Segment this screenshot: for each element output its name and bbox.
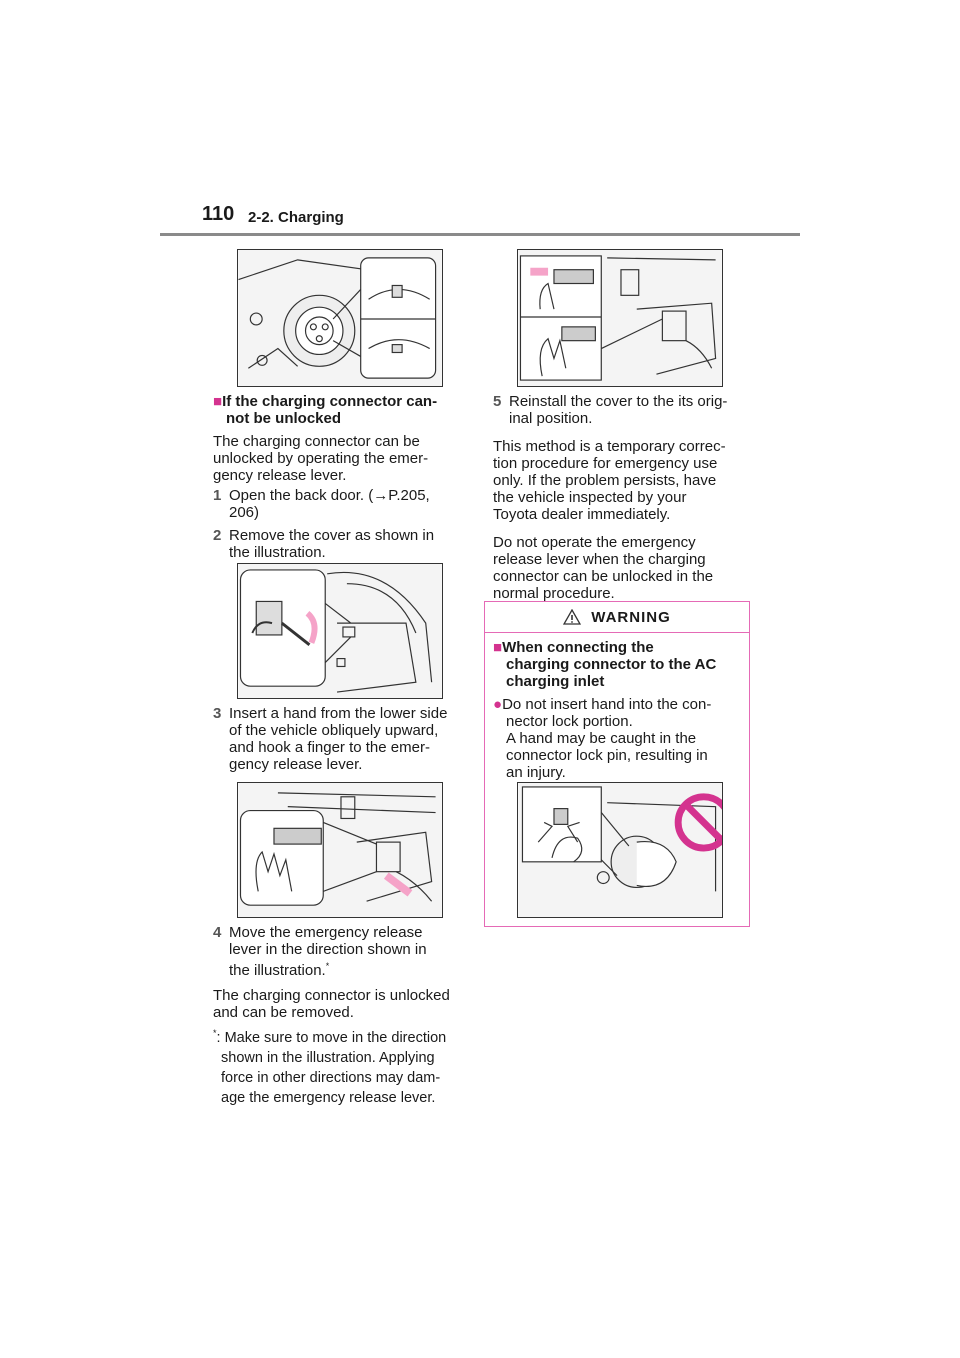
text-line: Do not operate the emergency	[493, 534, 696, 551]
intro-paragraph: The charging connector can be unlocked b…	[213, 433, 468, 484]
text-line: The charging connector is unlocked	[213, 987, 450, 1004]
text-line: charging inlet	[506, 673, 605, 690]
page-reference[interactable]: P.205,	[388, 487, 430, 504]
figure-remove-cover	[237, 563, 443, 699]
paragraph-temporary-procedure: This method is a temporary correc- tion …	[493, 438, 755, 523]
step-2: 2 Remove the cover as shown in the illus…	[213, 527, 468, 561]
text-line: Remove the cover as shown in	[229, 527, 435, 544]
text-line: charging connector to the AC	[506, 656, 717, 673]
footnote: *: Make sure to move in the direction sh…	[213, 1023, 468, 1108]
subheading: ■If the charging connector can- not be u…	[213, 393, 468, 427]
text-line: Open the back door. (	[229, 487, 374, 504]
result-paragraph: The charging connector is unlocked and c…	[213, 987, 468, 1021]
text-line: the illustration.	[229, 962, 326, 979]
subheading-line: If the charging connector can-	[222, 393, 438, 410]
warning-header: WARNING	[485, 602, 749, 633]
text-line: inal position.	[509, 410, 593, 427]
text-line: Reinstall the cover to the its orig-	[509, 393, 728, 410]
warning-bullet: ●Do not insert hand into the con- nector…	[493, 696, 741, 781]
section-title: 2-2. Charging	[248, 209, 344, 226]
left-column: ■If the charging connector can- not be u…	[213, 393, 468, 561]
text-line: Do not insert hand into the con-	[502, 696, 712, 713]
step-number: 3	[213, 705, 222, 722]
text-line: shown in the illustration. Applying	[221, 1049, 435, 1066]
figure-hand-caution	[517, 782, 723, 918]
text-line: nector lock portion.	[506, 713, 633, 730]
text-line: an injury.	[506, 764, 566, 781]
step-number: 5	[493, 393, 502, 410]
text-line: gency release lever.	[213, 467, 347, 484]
text-line: unlocked by operating the emer-	[213, 450, 429, 467]
text-line: gency release lever.	[229, 756, 363, 773]
square-bullet-icon: ■	[213, 393, 223, 410]
text-line: Toyota dealer immediately.	[493, 506, 671, 523]
step-number: 4	[213, 924, 222, 941]
right-column: 5 Reinstall the cover to the its orig- i…	[493, 393, 755, 602]
paragraph-do-not-operate: Do not operate the emergency release lev…	[493, 534, 755, 602]
text-line: Move the emergency release	[229, 924, 423, 941]
text-line: and hook a finger to the emer-	[229, 739, 430, 756]
step-5: 5 Reinstall the cover to the its orig- i…	[493, 393, 755, 427]
step-3: 3 Insert a hand from the lower side of t…	[213, 705, 468, 773]
text-line: and can be removed.	[213, 1004, 354, 1021]
text-line: force in other directions may dam-	[221, 1069, 441, 1086]
text-line: When connecting the	[502, 639, 654, 656]
left-column-lower: 4 Move the emergency release lever in th…	[213, 924, 468, 1108]
step-4: 4 Move the emergency release lever in th…	[213, 924, 468, 979]
text-line: This method is a temporary correc-	[493, 438, 726, 455]
warning-body: ■When connecting the charging connector …	[485, 633, 749, 781]
arrow-right-icon: →	[373, 487, 389, 504]
text-line: connector lock pin, resulting in	[506, 747, 708, 764]
square-bullet-icon: ■	[493, 639, 503, 656]
text-line: tion procedure for emergency use	[493, 455, 718, 472]
warning-box: WARNING ■When connecting the charging co…	[484, 601, 750, 927]
warning-title: WARNING	[591, 608, 671, 626]
step-number: 2	[213, 527, 222, 544]
text-line: The charging connector can be	[213, 433, 420, 450]
header-rule	[160, 233, 800, 236]
figure-insert-hand	[237, 782, 443, 918]
text-line: lever in the direction shown in	[229, 941, 427, 958]
page-number: 110	[202, 203, 235, 225]
text-line: normal procedure.	[493, 585, 615, 602]
step-1: 1 Open the back door. (→P.205, 206)	[213, 487, 468, 521]
text-line: connector can be unlocked in the	[493, 568, 714, 585]
text-line: : Make sure to move in the direction	[216, 1029, 447, 1046]
text-line: only. If the problem persists, have	[493, 472, 717, 489]
left-column-step-3: 3 Insert a hand from the lower side of t…	[213, 705, 468, 773]
figure-move-lever	[517, 249, 723, 387]
circle-bullet-icon: ●	[493, 696, 503, 713]
text-line: age the emergency release lever.	[221, 1089, 436, 1106]
figure-charging-inlet	[237, 249, 443, 387]
warning-triangle-icon	[563, 609, 582, 625]
text-line: A hand may be caught in the	[506, 730, 697, 747]
text-line: 206)	[229, 504, 260, 521]
footnote-mark: *	[325, 961, 330, 971]
subheading-line: not be unlocked	[226, 410, 342, 427]
text-line: the illustration.	[229, 544, 326, 561]
text-line: Insert a hand from the lower side	[229, 705, 448, 722]
text-line: the vehicle inspected by your	[493, 489, 687, 506]
step-number: 1	[213, 487, 222, 504]
text-line: of the vehicle obliquely upward,	[229, 722, 439, 739]
text-line: release lever when the charging	[493, 551, 706, 568]
warning-heading: ■When connecting the charging connector …	[493, 639, 741, 690]
footnote-mark: *	[213, 1028, 217, 1038]
